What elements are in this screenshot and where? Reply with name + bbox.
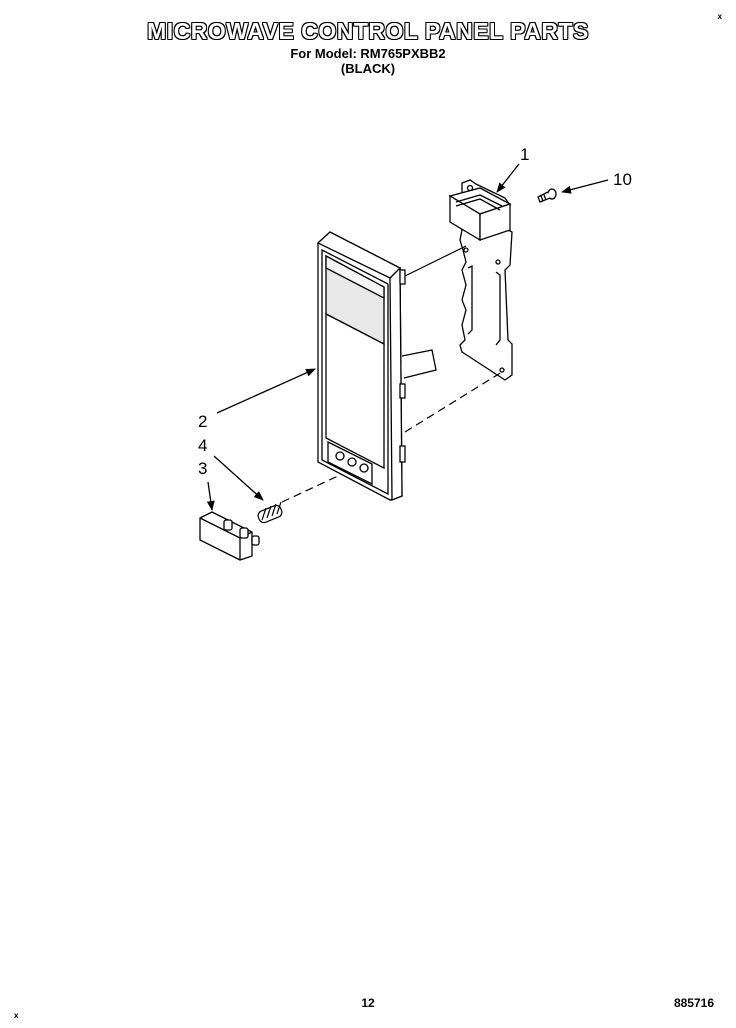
screw-part-10 xyxy=(537,188,557,203)
document-number: 885716 xyxy=(673,996,714,1010)
callout-3: 3 xyxy=(198,459,207,478)
callout-4: 4 xyxy=(198,436,207,455)
page-number: 12 xyxy=(361,996,375,1010)
assembly-lines xyxy=(281,245,503,503)
callout-10: 10 xyxy=(613,170,632,189)
button-part-3 xyxy=(199,511,260,561)
control-panel-part-2 xyxy=(316,231,437,501)
corner-mark-top-right: x xyxy=(717,12,722,21)
corner-mark-bottom-left: x xyxy=(14,1011,19,1020)
spring-part-4 xyxy=(257,501,283,524)
model-subtitle: For Model: RM765PXBB2 xyxy=(290,46,446,61)
page-title: MICROWAVE CONTROL PANEL PARTS xyxy=(147,18,589,44)
callout-1: 1 xyxy=(520,145,529,164)
color-subtitle: (BLACK) xyxy=(340,61,396,76)
mounting-bracket-part-1 xyxy=(448,179,513,381)
callout-2: 2 xyxy=(198,412,207,431)
callout-arrows xyxy=(206,163,609,511)
